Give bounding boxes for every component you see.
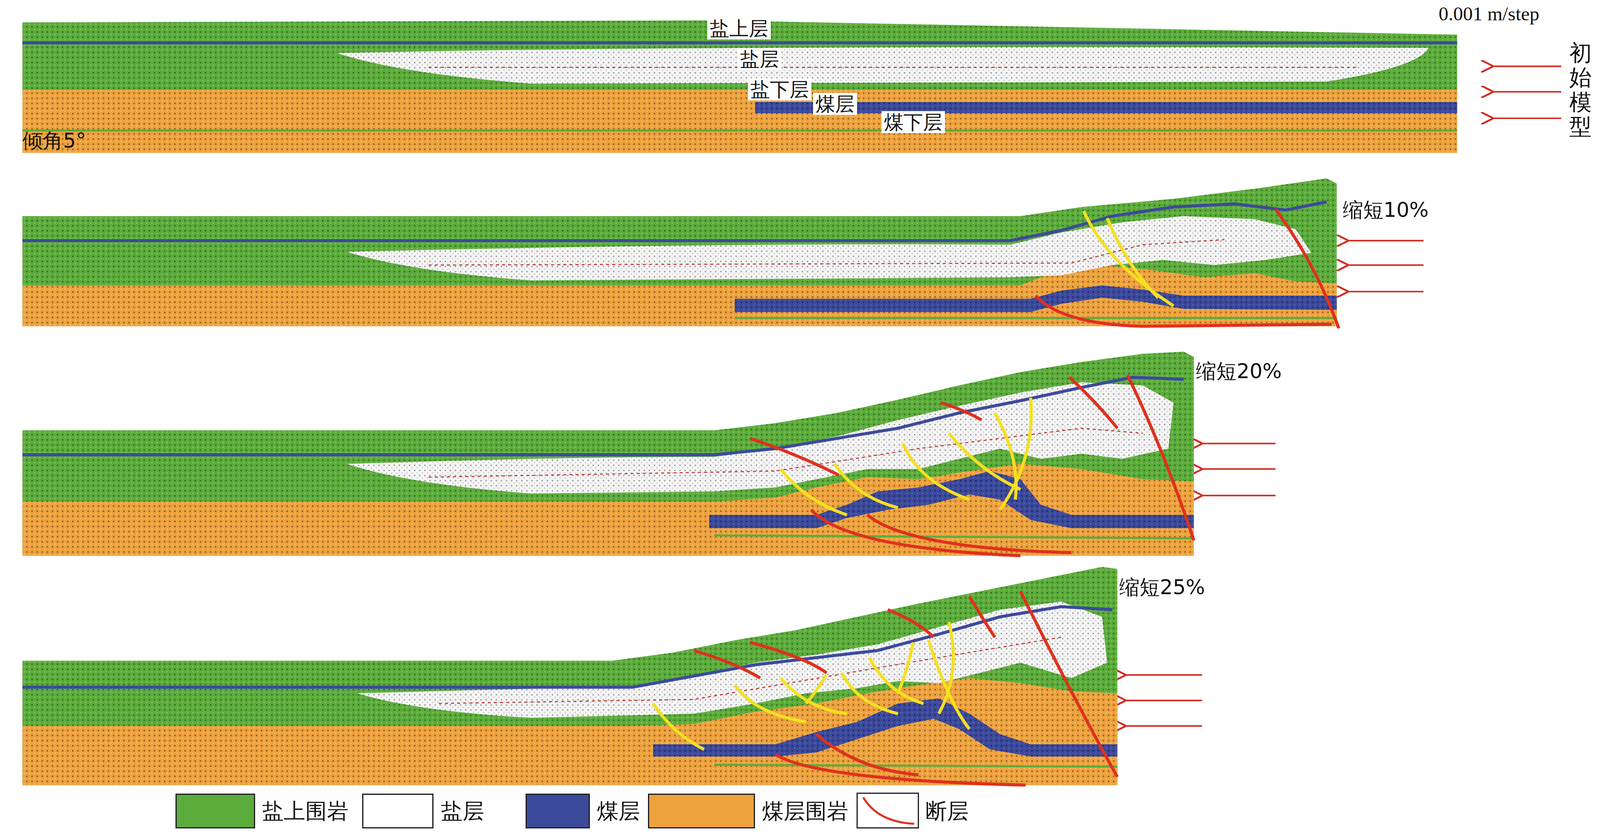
stage-label: 缩短20%: [1195, 361, 1282, 382]
shortening-20: [22, 351, 1194, 556]
initial-model: [22, 20, 1458, 154]
legend-text: 盐层: [440, 800, 485, 823]
dip-note: 倾角5°: [22, 130, 87, 151]
shortening-10: [22, 178, 1339, 329]
layer-label: 煤下层: [881, 111, 945, 134]
layer-label: 盐上层: [707, 17, 771, 40]
legend-swatch: [647, 793, 755, 829]
layer-label: 盐下层: [747, 78, 812, 101]
legend-text: 断层: [925, 800, 969, 823]
scale-note: 0.001 m/step: [1438, 4, 1540, 24]
stage-label: 缩短25%: [1119, 577, 1206, 598]
legend-text: 煤层: [596, 800, 641, 823]
fault-legend-sample: [857, 793, 919, 829]
layer-label: 盐层: [737, 48, 782, 71]
layer-label: 煤层: [813, 92, 858, 115]
legend-swatch: [525, 793, 590, 829]
legend-text: 盐上围岩: [262, 800, 349, 823]
legend-text: 煤层围岩: [762, 800, 849, 823]
legend-swatch: [175, 793, 256, 829]
stage-label: 初始模型: [1569, 40, 1592, 140]
legend-swatch: [362, 793, 434, 829]
stage-label: 缩短10%: [1342, 199, 1429, 221]
shortening-25: [22, 567, 1118, 786]
